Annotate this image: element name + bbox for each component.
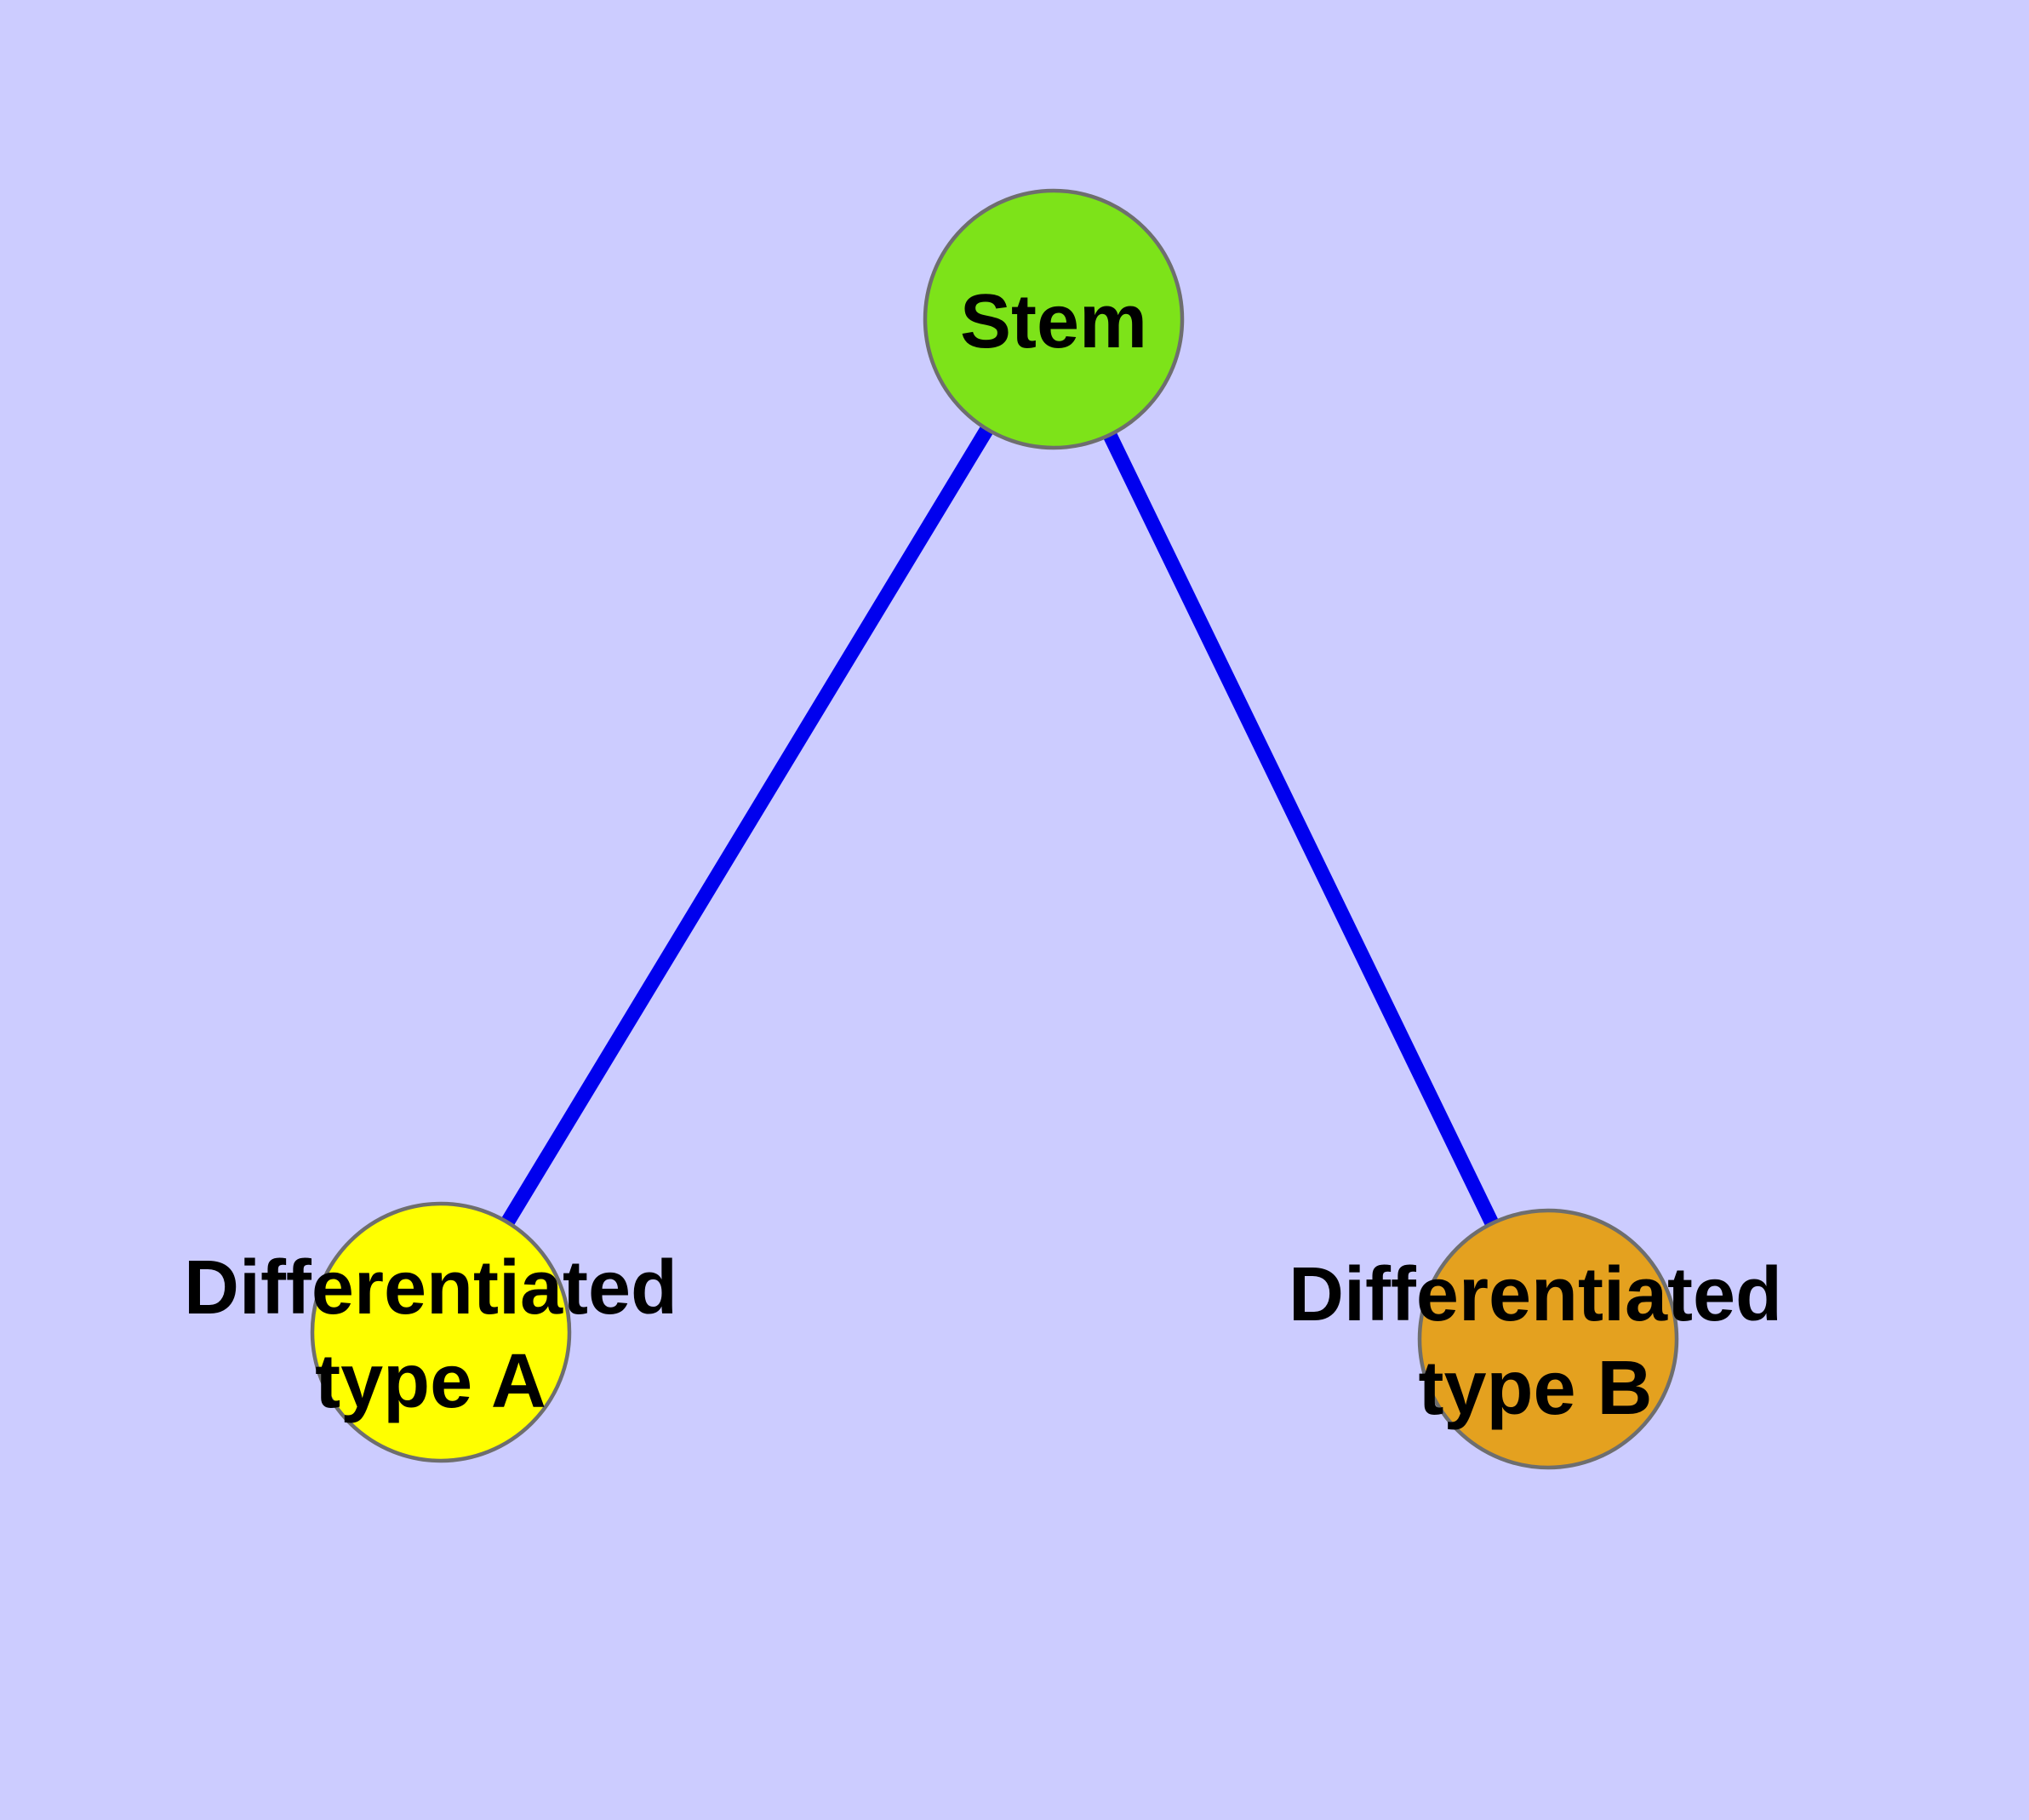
node-stem-label: Stem — [960, 279, 1147, 364]
node-type-b-label-line2: type B — [1418, 1346, 1652, 1431]
edge-stem-to-type-b — [1047, 316, 1555, 1342]
node-type-a-label-line1: Differentiated — [184, 1245, 677, 1331]
node-type-b-label-line1: Differentiated — [1289, 1252, 1782, 1337]
edge-stem-to-type-a — [434, 315, 1060, 1336]
node-stem — [923, 188, 1185, 450]
node-type-a-label-line2: type A — [315, 1339, 546, 1424]
node-differentiated-type-a — [310, 1201, 572, 1463]
node-differentiated-type-b — [1417, 1208, 1679, 1470]
